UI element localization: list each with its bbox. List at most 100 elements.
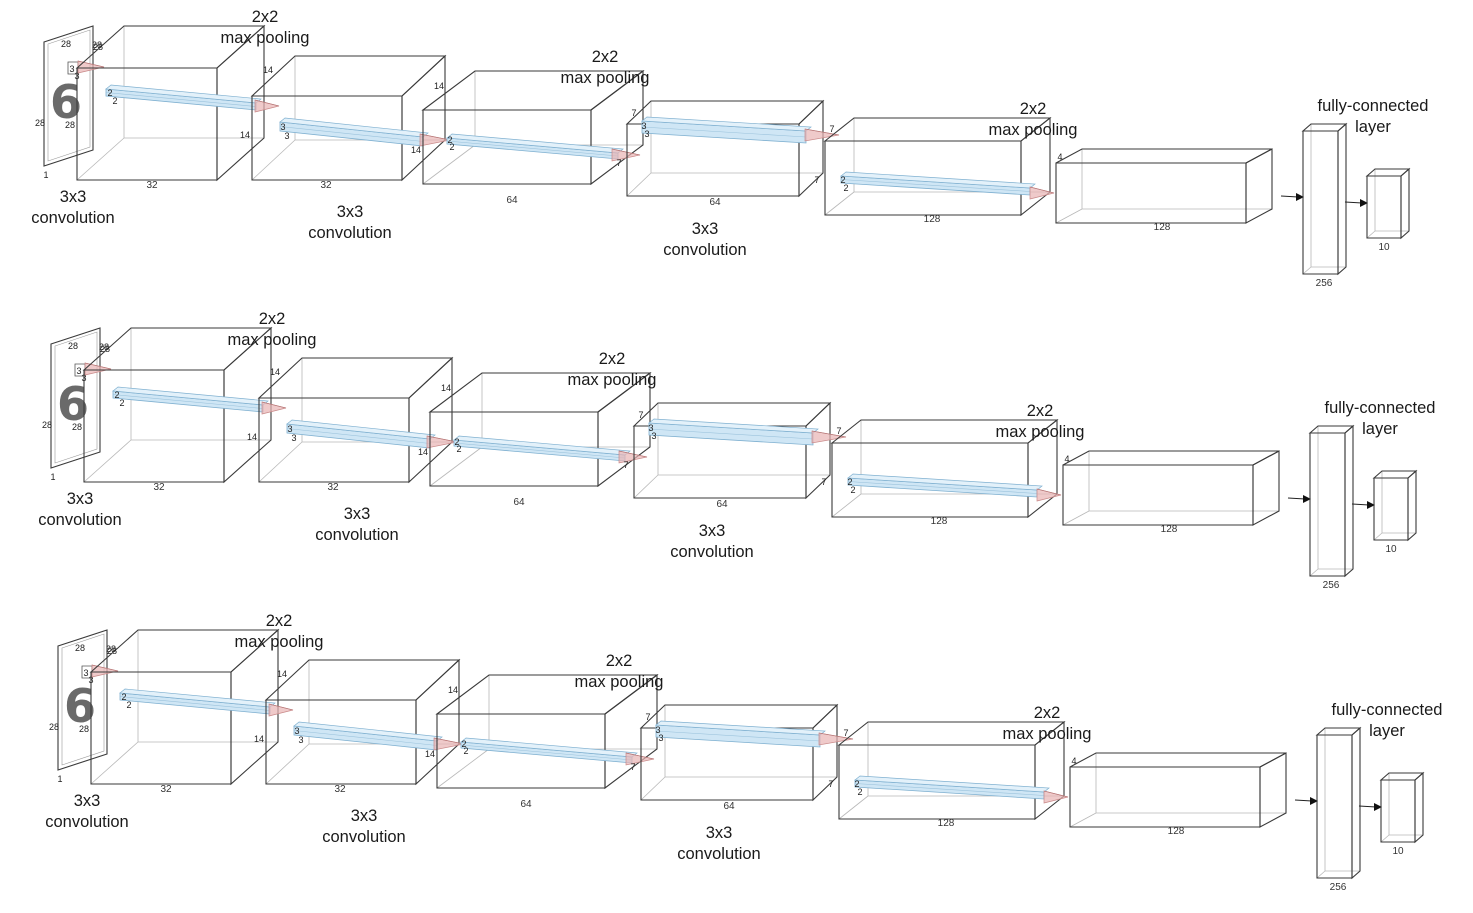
- side-face: [1259, 752, 1287, 828]
- block3-side-label: 14: [425, 749, 435, 759]
- input-channel-label: 1: [43, 170, 48, 180]
- kernel-midline: [446, 140, 619, 157]
- input-plane-inner: [54, 331, 98, 464]
- pool-label-3-name: max pooling: [1003, 725, 1092, 743]
- side-face: [1245, 148, 1273, 224]
- kernel-top: [446, 133, 624, 154]
- feature-block-3: [435, 673, 659, 790]
- conv-projection: [91, 664, 119, 678]
- fc2-units-label: 10: [1378, 242, 1390, 253]
- pyramid-edge: [611, 148, 641, 156]
- block4-kernel-label: 3: [658, 733, 663, 743]
- block3-kernel: [453, 435, 631, 462]
- hidden-edge: [1316, 870, 1326, 879]
- block2-size-label: 14: [270, 367, 280, 377]
- input-side-label: 28: [49, 722, 59, 732]
- feature-block-1: [75, 24, 266, 182]
- block1-kernel: [119, 688, 276, 715]
- block4-side-label: 7: [828, 779, 833, 789]
- block6-size-label: 4: [1071, 756, 1076, 766]
- block1-channels-label: 32: [146, 180, 158, 191]
- kernel-top: [655, 720, 826, 736]
- block5-pool-kernel-label: 2: [840, 175, 845, 185]
- block4-channels-label: 64: [723, 801, 735, 812]
- block2-channels-label: 32: [334, 784, 346, 795]
- block4-side-label: 7: [821, 477, 826, 487]
- pyramid-edge: [625, 752, 655, 760]
- side-face: [1351, 726, 1361, 880]
- block1-kernel: [112, 386, 269, 413]
- block5-pool-kernel-label: 2: [843, 183, 848, 193]
- kernel-top: [119, 688, 276, 708]
- input-width-label: 28: [100, 344, 110, 354]
- pool-projection-5: [1036, 488, 1062, 502]
- block4-kernel-label: 3: [655, 725, 660, 735]
- conv-label-3-name: convolution: [677, 845, 760, 863]
- conv-label-2-kernel: 3x3: [337, 203, 364, 221]
- block4-channels-label: 64: [716, 499, 728, 510]
- input-height-label: 28: [75, 643, 85, 653]
- hidden-edge: [265, 743, 310, 785]
- conv-label-3-kernel: 3x3: [692, 220, 719, 238]
- block3-side-label: 14: [418, 447, 428, 457]
- pool-label-3-name: max pooling: [989, 121, 1078, 139]
- block5-pool-kernel-label: 2: [847, 477, 852, 487]
- top-face: [1055, 148, 1273, 164]
- side-face: [1252, 450, 1280, 526]
- pyramid-edge: [419, 133, 451, 141]
- kernel-midline: [655, 730, 821, 742]
- arrow-head: [1310, 797, 1318, 805]
- block5-channels-label: 128: [931, 516, 948, 527]
- fc-layer-10: [1379, 771, 1425, 844]
- arrow-head: [1360, 199, 1368, 207]
- fc-label-subtitle: layer: [1362, 420, 1398, 438]
- conv-label-2-kernel: 3x3: [351, 807, 378, 825]
- pool-label-3-kernel: 2x2: [1027, 402, 1054, 420]
- block3-size-label: 14: [441, 383, 451, 393]
- block1-pool-kernel-label: 2: [121, 692, 126, 702]
- block5-kernel: [854, 775, 1050, 800]
- fc-label-subtitle: layer: [1355, 118, 1391, 136]
- kernel-midline: [648, 428, 814, 440]
- input-plane-inner: [47, 29, 91, 162]
- conv-label-3-kernel: 3x3: [699, 522, 726, 540]
- flatten-arrow: [1280, 193, 1304, 201]
- pyramid-edge: [1043, 790, 1069, 798]
- block5-kernel: [847, 473, 1043, 498]
- input-width-label: 28: [107, 646, 117, 656]
- fc2-units-label: 10: [1385, 544, 1397, 555]
- block6-size-label: 4: [1064, 454, 1069, 464]
- conv-label-2-name: convolution: [315, 526, 398, 544]
- block4-kernel-label: 3: [641, 121, 646, 131]
- feature-block-1: [82, 326, 273, 484]
- hidden-edge: [436, 748, 490, 789]
- front-face: [1316, 734, 1353, 879]
- block3-channels-label: 64: [513, 497, 525, 508]
- kernel-top: [279, 117, 429, 138]
- block4-kernel: [655, 720, 826, 748]
- fc2-units-label: 10: [1392, 846, 1404, 857]
- pool-projection-3: [625, 752, 655, 766]
- feature-block-6: [1069, 752, 1287, 828]
- conv-projection-2: [419, 133, 451, 147]
- kernel-top: [286, 419, 436, 440]
- front-face: [1309, 432, 1346, 577]
- block6-channels-label: 128: [1154, 222, 1171, 233]
- conv-label-1-kernel: 3x3: [67, 490, 94, 508]
- front-face: [1069, 766, 1261, 828]
- pool-label-1-name: max pooling: [235, 633, 324, 651]
- conv-label-1-kernel: 3x3: [60, 188, 87, 206]
- fc-label-title: fully-connected: [1332, 701, 1443, 719]
- top-face: [1069, 752, 1287, 768]
- block2-side-label: 14: [240, 130, 250, 140]
- hidden-edge: [1366, 230, 1376, 239]
- pool-projection-1: [261, 401, 287, 415]
- fc1-units-label: 256: [1323, 580, 1340, 591]
- pool-label-3-kernel: 2x2: [1020, 100, 1047, 118]
- pool-projection-3: [611, 148, 641, 162]
- top-face: [257, 357, 454, 399]
- front-face: [90, 671, 232, 785]
- block2-kernel-label: 3: [298, 735, 303, 745]
